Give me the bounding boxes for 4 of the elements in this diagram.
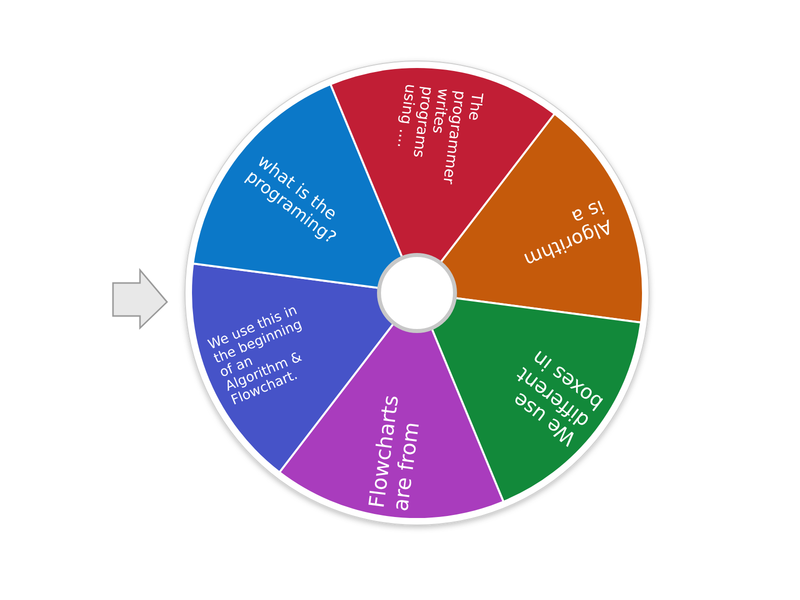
slice-label: The programmer writes programs using .... <box>392 83 486 188</box>
slice-label: Flowcharts are from <box>365 392 424 512</box>
wheel-slice <box>431 297 642 502</box>
hub-circle <box>377 253 457 333</box>
